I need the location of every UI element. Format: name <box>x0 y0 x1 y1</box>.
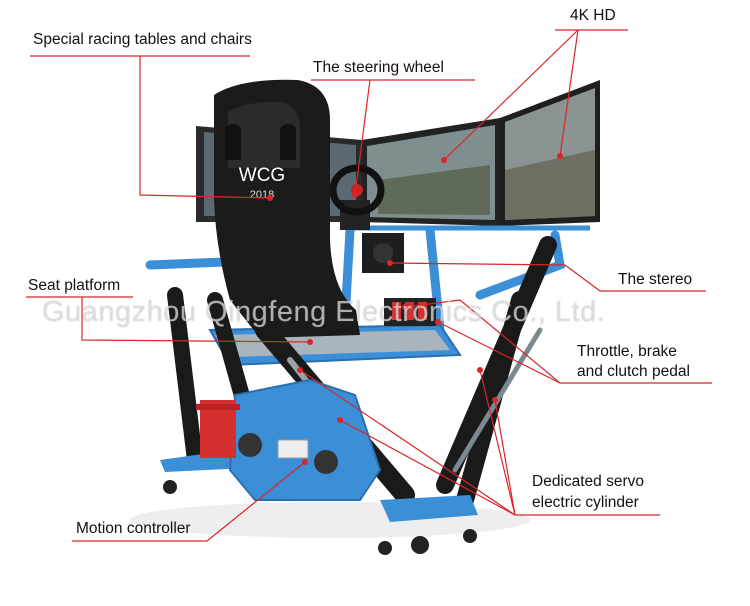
label-4k-hd: 4K HD <box>570 7 616 24</box>
label-racing-tables: Special racing tables and chairs <box>33 31 252 48</box>
label-pedals-line2: and clutch pedal <box>577 363 690 380</box>
label-motion-controller: Motion controller <box>76 520 191 537</box>
seat-brand-text: WCG <box>239 165 285 186</box>
label-stereo: The stereo <box>618 271 693 288</box>
leader-lines <box>26 29 712 542</box>
label-seat-platform: Seat platform <box>28 277 121 294</box>
leader-dots <box>267 153 563 465</box>
label-pedals-line1: Throttle, brake <box>577 343 677 360</box>
racing-seat: WCG 2018 <box>214 79 360 338</box>
pedal-assembly <box>384 298 436 326</box>
label-steering-wheel: The steering wheel <box>313 59 444 76</box>
feet <box>163 480 477 555</box>
watermark: Guangzhou Qingfeng Electronics Co., Ltd. <box>42 296 606 328</box>
label-servo-line2: electric cylinder <box>532 494 639 511</box>
steering-wheel <box>329 164 385 230</box>
label-servo-line1: Dedicated servo <box>532 473 645 490</box>
motion-base <box>160 378 478 522</box>
